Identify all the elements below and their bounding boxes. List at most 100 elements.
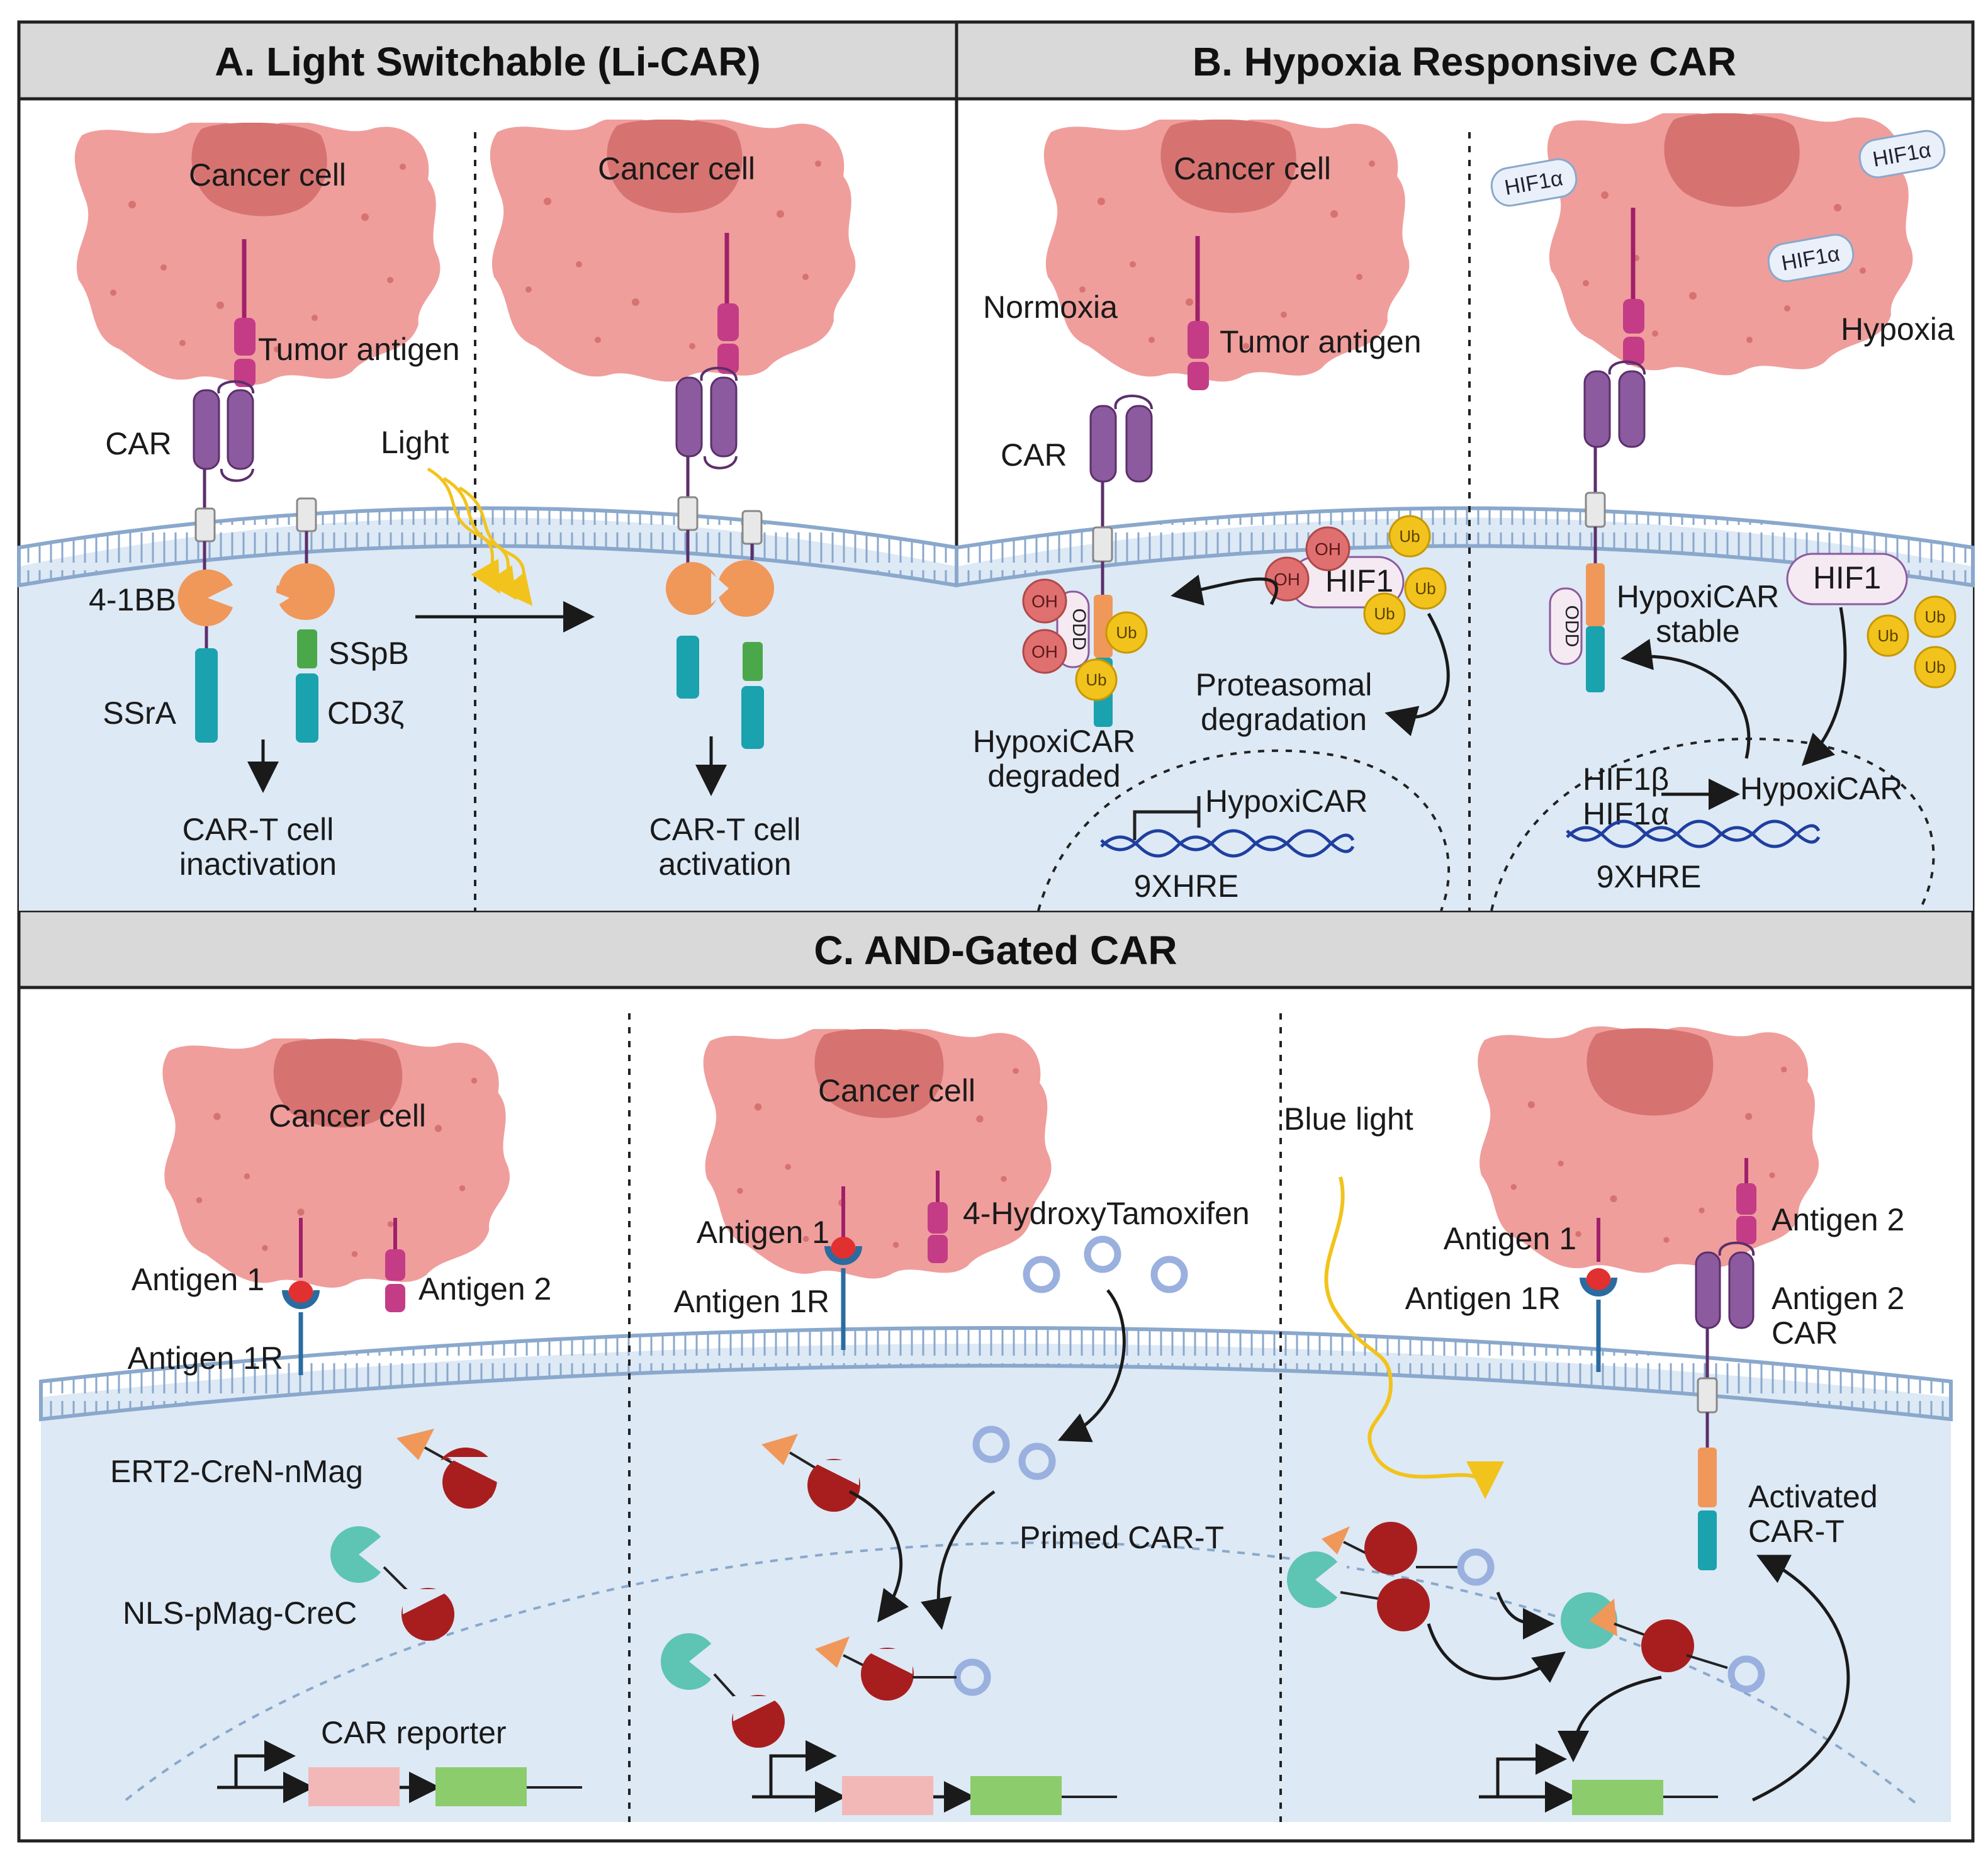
svg-text:Ub: Ub xyxy=(1086,670,1106,689)
label-cancer-cell: Cancer cell xyxy=(269,1098,426,1133)
light-wave-icon xyxy=(1324,1176,1504,1499)
light-wave-icon xyxy=(427,467,533,606)
label-proteasomal-2: degradation xyxy=(1201,702,1367,737)
sspb-domain xyxy=(297,629,317,668)
ubiquitin-icon: Ub Ub xyxy=(1075,611,1148,701)
label-ssra: SSrA xyxy=(103,695,176,731)
panel-b-cytoplasm xyxy=(957,517,1973,911)
label-inactivation-2: inactivation xyxy=(179,846,337,882)
label-tamoxifen: 4-HydroxyTamoxifen xyxy=(963,1196,1250,1231)
panel-b-membrane xyxy=(955,506,1975,588)
label-hif1a-nuc: HIF1α xyxy=(1583,796,1669,831)
label-antigen2: Antigen 2 xyxy=(1772,1202,1904,1237)
tamoxifen-icon xyxy=(953,1235,1188,1696)
panel-c-membrane xyxy=(39,1326,1953,1422)
label-degraded-2: degraded xyxy=(987,758,1120,794)
cancer-cell-icon xyxy=(162,1038,510,1288)
tumor-antigen xyxy=(234,318,256,356)
panel-b-title: B. Hypoxia Responsive CAR xyxy=(1193,39,1736,84)
label-4-1bb: 4-1BB xyxy=(89,582,176,617)
label-9xhre: 9XHRE xyxy=(1134,869,1239,904)
label-stable-2: stable xyxy=(1656,614,1739,649)
label-antigen2car-2: CAR xyxy=(1772,1315,1838,1351)
ssra-domain xyxy=(195,648,218,743)
label-hypoxicar-gene: HypoxiCAR xyxy=(1205,784,1367,819)
svg-text:OH: OH xyxy=(1031,642,1058,661)
oh-group: OH OH xyxy=(1022,578,1067,674)
label-antigen1r: Antigen 1R xyxy=(128,1341,283,1376)
svg-text:Ub: Ub xyxy=(1924,658,1945,677)
car-receptor xyxy=(675,376,703,458)
svg-text:OH: OH xyxy=(1031,592,1058,611)
label-odd: ODD xyxy=(1561,605,1582,648)
panel-a-cytoplasm xyxy=(19,517,957,911)
label-proteasomal-1: Proteasomal xyxy=(1196,667,1373,702)
label-blue-light: Blue light xyxy=(1284,1101,1413,1137)
label-primed: Primed CAR-T xyxy=(1019,1520,1224,1555)
label-cancer-cell: Cancer cell xyxy=(818,1073,975,1108)
label-stable-1: HypoxiCAR xyxy=(1617,579,1779,614)
label-tumor-antigen: Tumor antigen xyxy=(258,332,460,367)
svg-text:Ub: Ub xyxy=(1116,623,1137,642)
ubiquitin-icon: Ub Ub Ub xyxy=(1867,595,1957,689)
label-hif1b: HIF1β xyxy=(1583,762,1669,797)
label-cancer-cell: Cancer cell xyxy=(1174,151,1331,186)
svg-text:Ub: Ub xyxy=(1415,579,1435,598)
label-antigen2: Antigen 2 xyxy=(418,1271,551,1307)
label-car: CAR xyxy=(1001,437,1067,473)
nucleus-c xyxy=(125,1541,1921,1808)
label-antigen2car-1: Antigen 2 xyxy=(1772,1281,1904,1316)
label-activated-1: Activated xyxy=(1748,1479,1878,1514)
label-activated-2: CAR-T xyxy=(1748,1514,1845,1549)
promoter-arrow-icon xyxy=(217,1740,315,1803)
label-sspb: SSpB xyxy=(329,636,409,671)
label-ert2: ERT2-CreN-nMag xyxy=(110,1454,363,1489)
svg-text:Ub: Ub xyxy=(1399,527,1420,546)
svg-text:Ub: Ub xyxy=(1374,604,1395,623)
label-car-reporter: CAR reporter xyxy=(321,1715,507,1750)
label-tumor-antigen: Tumor antigen xyxy=(1220,324,1422,359)
svg-text:Ub: Ub xyxy=(1924,607,1945,626)
panel-c-header xyxy=(17,909,1975,989)
label-car: CAR xyxy=(105,426,172,461)
label-antigen1: Antigen 1 xyxy=(132,1262,264,1297)
nucleus-hypoxia xyxy=(1490,737,1935,911)
car-receptor xyxy=(193,389,220,470)
hif1-protein xyxy=(1786,553,1908,605)
panel-a-header xyxy=(17,20,958,101)
ubiquitin-icon: Ub Ub Ub xyxy=(1363,515,1447,635)
label-9xhre: 9XHRE xyxy=(1597,859,1702,894)
label-activation-1: CAR-T cell xyxy=(649,812,801,847)
label-degraded-1: HypoxiCAR xyxy=(973,724,1135,759)
panel-a-title: A. Light Switchable (Li-CAR) xyxy=(215,39,761,84)
label-cd3z: CD3ζ xyxy=(327,695,404,731)
label-antigen1: Antigen 1 xyxy=(697,1215,829,1250)
4-1bb-domain xyxy=(177,569,233,626)
label-activation-2: activation xyxy=(658,846,791,882)
svg-text:Ub: Ub xyxy=(1877,626,1898,645)
label-normoxia: Normoxia xyxy=(983,290,1118,325)
label-nls: NLS-pMag-CreC xyxy=(123,1595,357,1631)
label-inactivation-1: CAR-T cell xyxy=(183,812,334,847)
svg-text:OH: OH xyxy=(1315,539,1341,559)
hif1a-icon: HIF1α xyxy=(1858,130,1946,179)
label-light: Light xyxy=(381,425,449,460)
label-hypoxia: Hypoxia xyxy=(1841,312,1955,347)
cd3z-domain xyxy=(296,673,318,743)
promoter-arrow-icon xyxy=(752,1740,846,1813)
panel-b-header xyxy=(955,20,1975,101)
label-cancer-cell: Cancer cell xyxy=(189,157,346,193)
label-hypoxicar-gene: HypoxiCAR xyxy=(1740,771,1902,806)
label-hif1: HIF1 xyxy=(1813,560,1881,595)
label-odd: ODD xyxy=(1069,609,1089,651)
hif1a-icon: HIF1α xyxy=(1490,158,1578,207)
panel-c-cytoplasm xyxy=(41,1344,1951,1822)
panel-c-title: C. AND-Gated CAR xyxy=(814,928,1177,973)
dna-icon xyxy=(1566,819,1821,848)
label-cancer-cell: Cancer cell xyxy=(598,151,755,186)
svg-text:OH: OH xyxy=(1274,570,1300,589)
label-antigen1r: Antigen 1R xyxy=(674,1284,829,1319)
label-antigen1: Antigen 1 xyxy=(1444,1221,1576,1256)
dna-icon xyxy=(1100,829,1355,858)
